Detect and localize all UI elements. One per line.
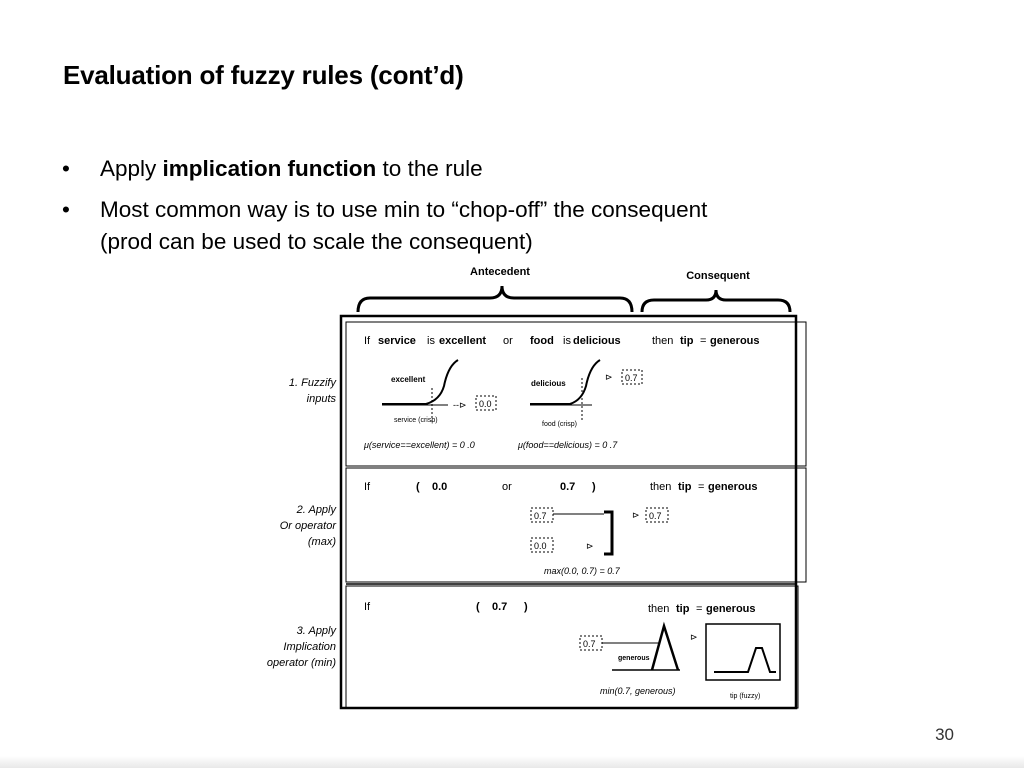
row2-v2: 0.7 [560,481,575,493]
row2-box [345,467,807,583]
row2-generous: generous [708,481,758,493]
row3-min: min(0.7, generous) [600,686,676,696]
row3-then: then [648,603,669,615]
page-number: 30 [935,725,954,744]
row1-tip: tip [680,335,694,347]
step3-line2: Implication [283,641,336,653]
antecedent-brace [356,285,634,313]
row3-open: ( [476,601,480,613]
row2-result: 0.7 [649,511,662,521]
bullet-dot: • [62,156,70,181]
bullet-1-pre: Apply [100,156,163,181]
row1-is2: is [563,335,571,347]
bullet-dot: • [62,197,70,222]
step2-line3: (max) [308,536,336,548]
val2: 0.7 [625,373,638,383]
bullet-2-line1: Most common way is to use min to “chop-o… [100,197,708,222]
consequent-label: Consequent [686,270,750,282]
row3-v: 0.7 [492,601,507,613]
row1-rule: If service is excellent or food is delic… [364,335,760,347]
step1-line2: inputs [307,393,337,405]
row1-generous: generous [710,335,760,347]
row2-result-arrow-icon: ⊳ [632,510,640,520]
bullet-item: • Apply implication function to the rule [62,153,942,185]
row2-then: then [650,481,671,493]
row3-box-value: 0.7 [583,639,596,649]
step3-line1: 3. Apply [297,625,338,637]
row3-mf-label: generous [618,655,650,662]
row1-delicious: delicious [573,335,621,347]
input2-label: food (crisp) [542,421,577,428]
bullet-1-post: to the rule [376,156,483,181]
row3-arrow-icon: ⊳ [690,632,698,642]
arrow2-icon: ⊳ [605,372,613,382]
antecedent-label: Antecedent [470,266,530,278]
fuzzy-rule-figure: Antecedent Consequent 1. Fuzzify inputs … [267,266,807,710]
bullet-2-line2: (prod can be used to scale the consequen… [100,229,533,254]
row2-rule: If ( 0.0 or 0.7 ) then tip = generous [364,481,758,493]
row1-food: food [530,335,554,347]
row2-box1-value: 0.7 [534,511,547,521]
row3-if: If [364,601,371,613]
row3-rule: If ( 0.7 ) then tip = generous [364,601,756,615]
row2-open: ( [416,481,420,493]
row2-arrow-icon: ⊳ [586,541,594,551]
slide-title: Evaluation of fuzzy rules (cont’d) [63,60,464,90]
row3-box [345,585,799,709]
row3-clipped-mf [714,647,776,673]
row2-tip: tip [678,481,692,493]
mf2-label: delicious [531,379,566,388]
row1-service: service [378,335,416,347]
row3-close: ) [524,601,528,613]
row3-generous: generous [706,603,756,615]
bullet-list: • Apply implication function to the rule… [62,153,942,267]
row1-excellent: excellent [439,335,486,347]
mu2: μ(food==delicious) = 0 .7 [517,440,618,450]
max-bracket [604,510,614,556]
row1-eq: = [700,335,706,347]
row1-box [345,321,807,467]
step2-line1: 2. Apply [296,504,338,516]
row2-max: max(0.0, 0.7) = 0.7 [544,566,621,576]
step1-line1: 1. Fuzzify [289,377,338,389]
bullet-1-bold: implication function [162,156,377,181]
row2-v1: 0.0 [432,481,447,493]
row2-result-box [645,507,669,523]
row1-if: If [364,335,371,347]
row3-tip: tip [676,603,690,615]
mu1: μ(service==excellent) = 0 .0 [363,440,475,450]
mf1-curve [382,359,459,405]
step3-line3: operator (min) [267,657,336,669]
row3-output-box [705,623,781,681]
input1-label: service (crisp) [394,417,438,424]
row2-box2-value: 0.0 [534,541,547,551]
row1-or: or [503,335,513,347]
footer-band [0,756,1024,768]
step-labels: 1. Fuzzify inputs 2. Apply Or operator (… [267,377,338,669]
arrow1-icon: --⊳ [453,400,467,410]
row2-box1 [530,507,554,523]
mf2-curve [530,359,601,405]
val1: 0.0 [479,399,492,409]
row2-if: If [364,481,371,493]
row2-or: or [502,481,512,493]
row3-output-label: tip (fuzzy) [730,693,760,700]
bullet-item: • Most common way is to use min to “chop… [62,194,942,258]
row2-close: ) [592,481,596,493]
step2-line2: Or operator [280,520,338,532]
row1-is1: is [427,335,435,347]
row3-eq: = [696,603,702,615]
val2-box [621,369,643,385]
row1-then: then [652,335,673,347]
mf1-label: excellent [391,375,426,384]
row3-mf-triangle [650,621,680,671]
consequent-brace [640,289,792,313]
row2-box2 [530,537,554,553]
val1-box [475,395,497,411]
row2-eq: = [698,481,704,493]
